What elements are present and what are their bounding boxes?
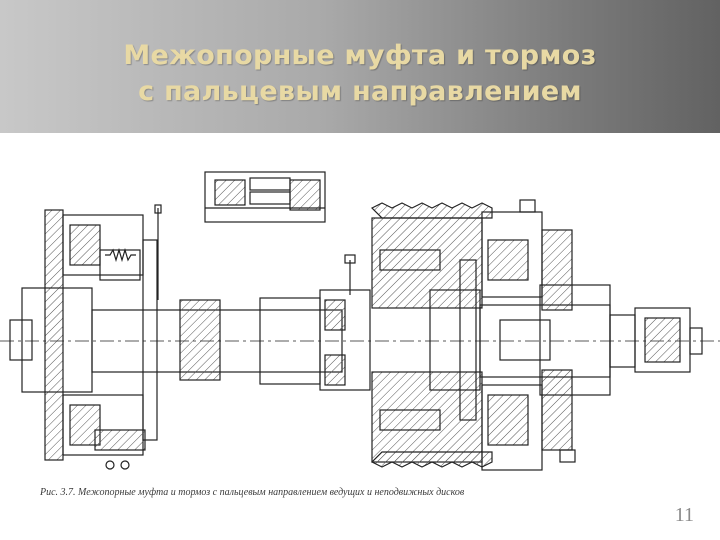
slide-title-line-1: Межопорные муфта и тормоз xyxy=(123,40,597,71)
slide-title: Межопорные муфта и тормоз с пальцевым на… xyxy=(0,38,720,110)
detail-inset xyxy=(204,171,326,223)
right-brake-housing xyxy=(370,199,576,471)
engineering-drawing xyxy=(0,171,720,471)
page-number: 11 xyxy=(674,504,694,526)
main-shaft xyxy=(0,287,720,393)
title-banner xyxy=(0,0,720,133)
right-shaft-end xyxy=(479,284,703,396)
slide-title-line-2: с пальцевым направлением xyxy=(138,76,582,107)
figure-caption: Рис. 3.7. Межопорные муфта и тормоз с па… xyxy=(40,487,465,498)
bearing-block xyxy=(319,254,371,391)
left-clutch-housing xyxy=(44,204,162,470)
